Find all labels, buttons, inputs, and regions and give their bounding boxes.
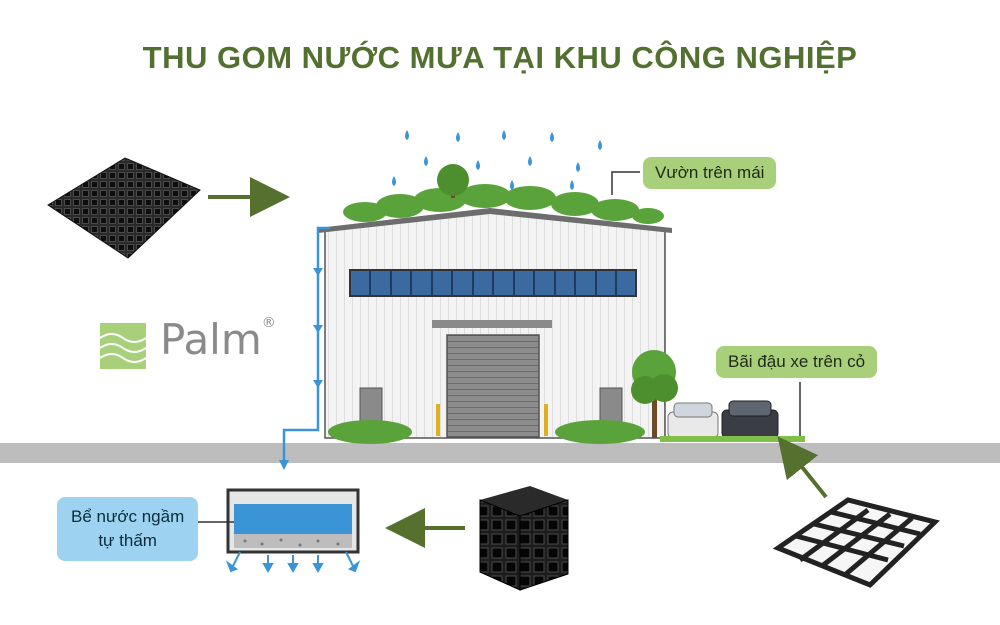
tree-icon <box>631 350 678 438</box>
label-tank-line2: tự thấm <box>98 531 157 550</box>
warehouse-building <box>318 208 672 439</box>
car-dark-icon <box>721 400 779 442</box>
infiltration-arrows <box>225 551 361 574</box>
palm-logo-icon <box>99 323 147 369</box>
roof-garden-icon <box>343 164 664 224</box>
underground-tank <box>226 488 360 554</box>
rolling-door <box>446 334 540 438</box>
label-tank-line1: Bể nước ngầm <box>71 507 185 526</box>
palm-logo-text: Palm® <box>160 315 276 364</box>
storage-cube-icon <box>479 486 569 591</box>
diagram-title: THU GOM NƯỚC MƯA TẠI KHU CÔNG NGHIỆP <box>142 40 858 75</box>
ground-line <box>0 443 1000 463</box>
label-roof-garden: Vườn trên mái <box>643 157 777 189</box>
arrow-paver-to-parking <box>777 436 828 499</box>
palm-logo-name: Palm <box>160 315 262 364</box>
drainage-mat-icon <box>47 157 201 259</box>
palm-logo-registered: ® <box>261 315 276 331</box>
label-parking: Bãi đậu xe trên cỏ <box>716 346 878 378</box>
label-underground-tank: Bể nước ngầm tự thấm <box>57 497 199 561</box>
car-white-icon <box>667 402 719 442</box>
grass-paver-icon <box>772 497 940 588</box>
rain-drop-icon <box>392 130 602 190</box>
roof-garden-leader <box>611 171 640 195</box>
water-flow-path <box>282 226 330 462</box>
